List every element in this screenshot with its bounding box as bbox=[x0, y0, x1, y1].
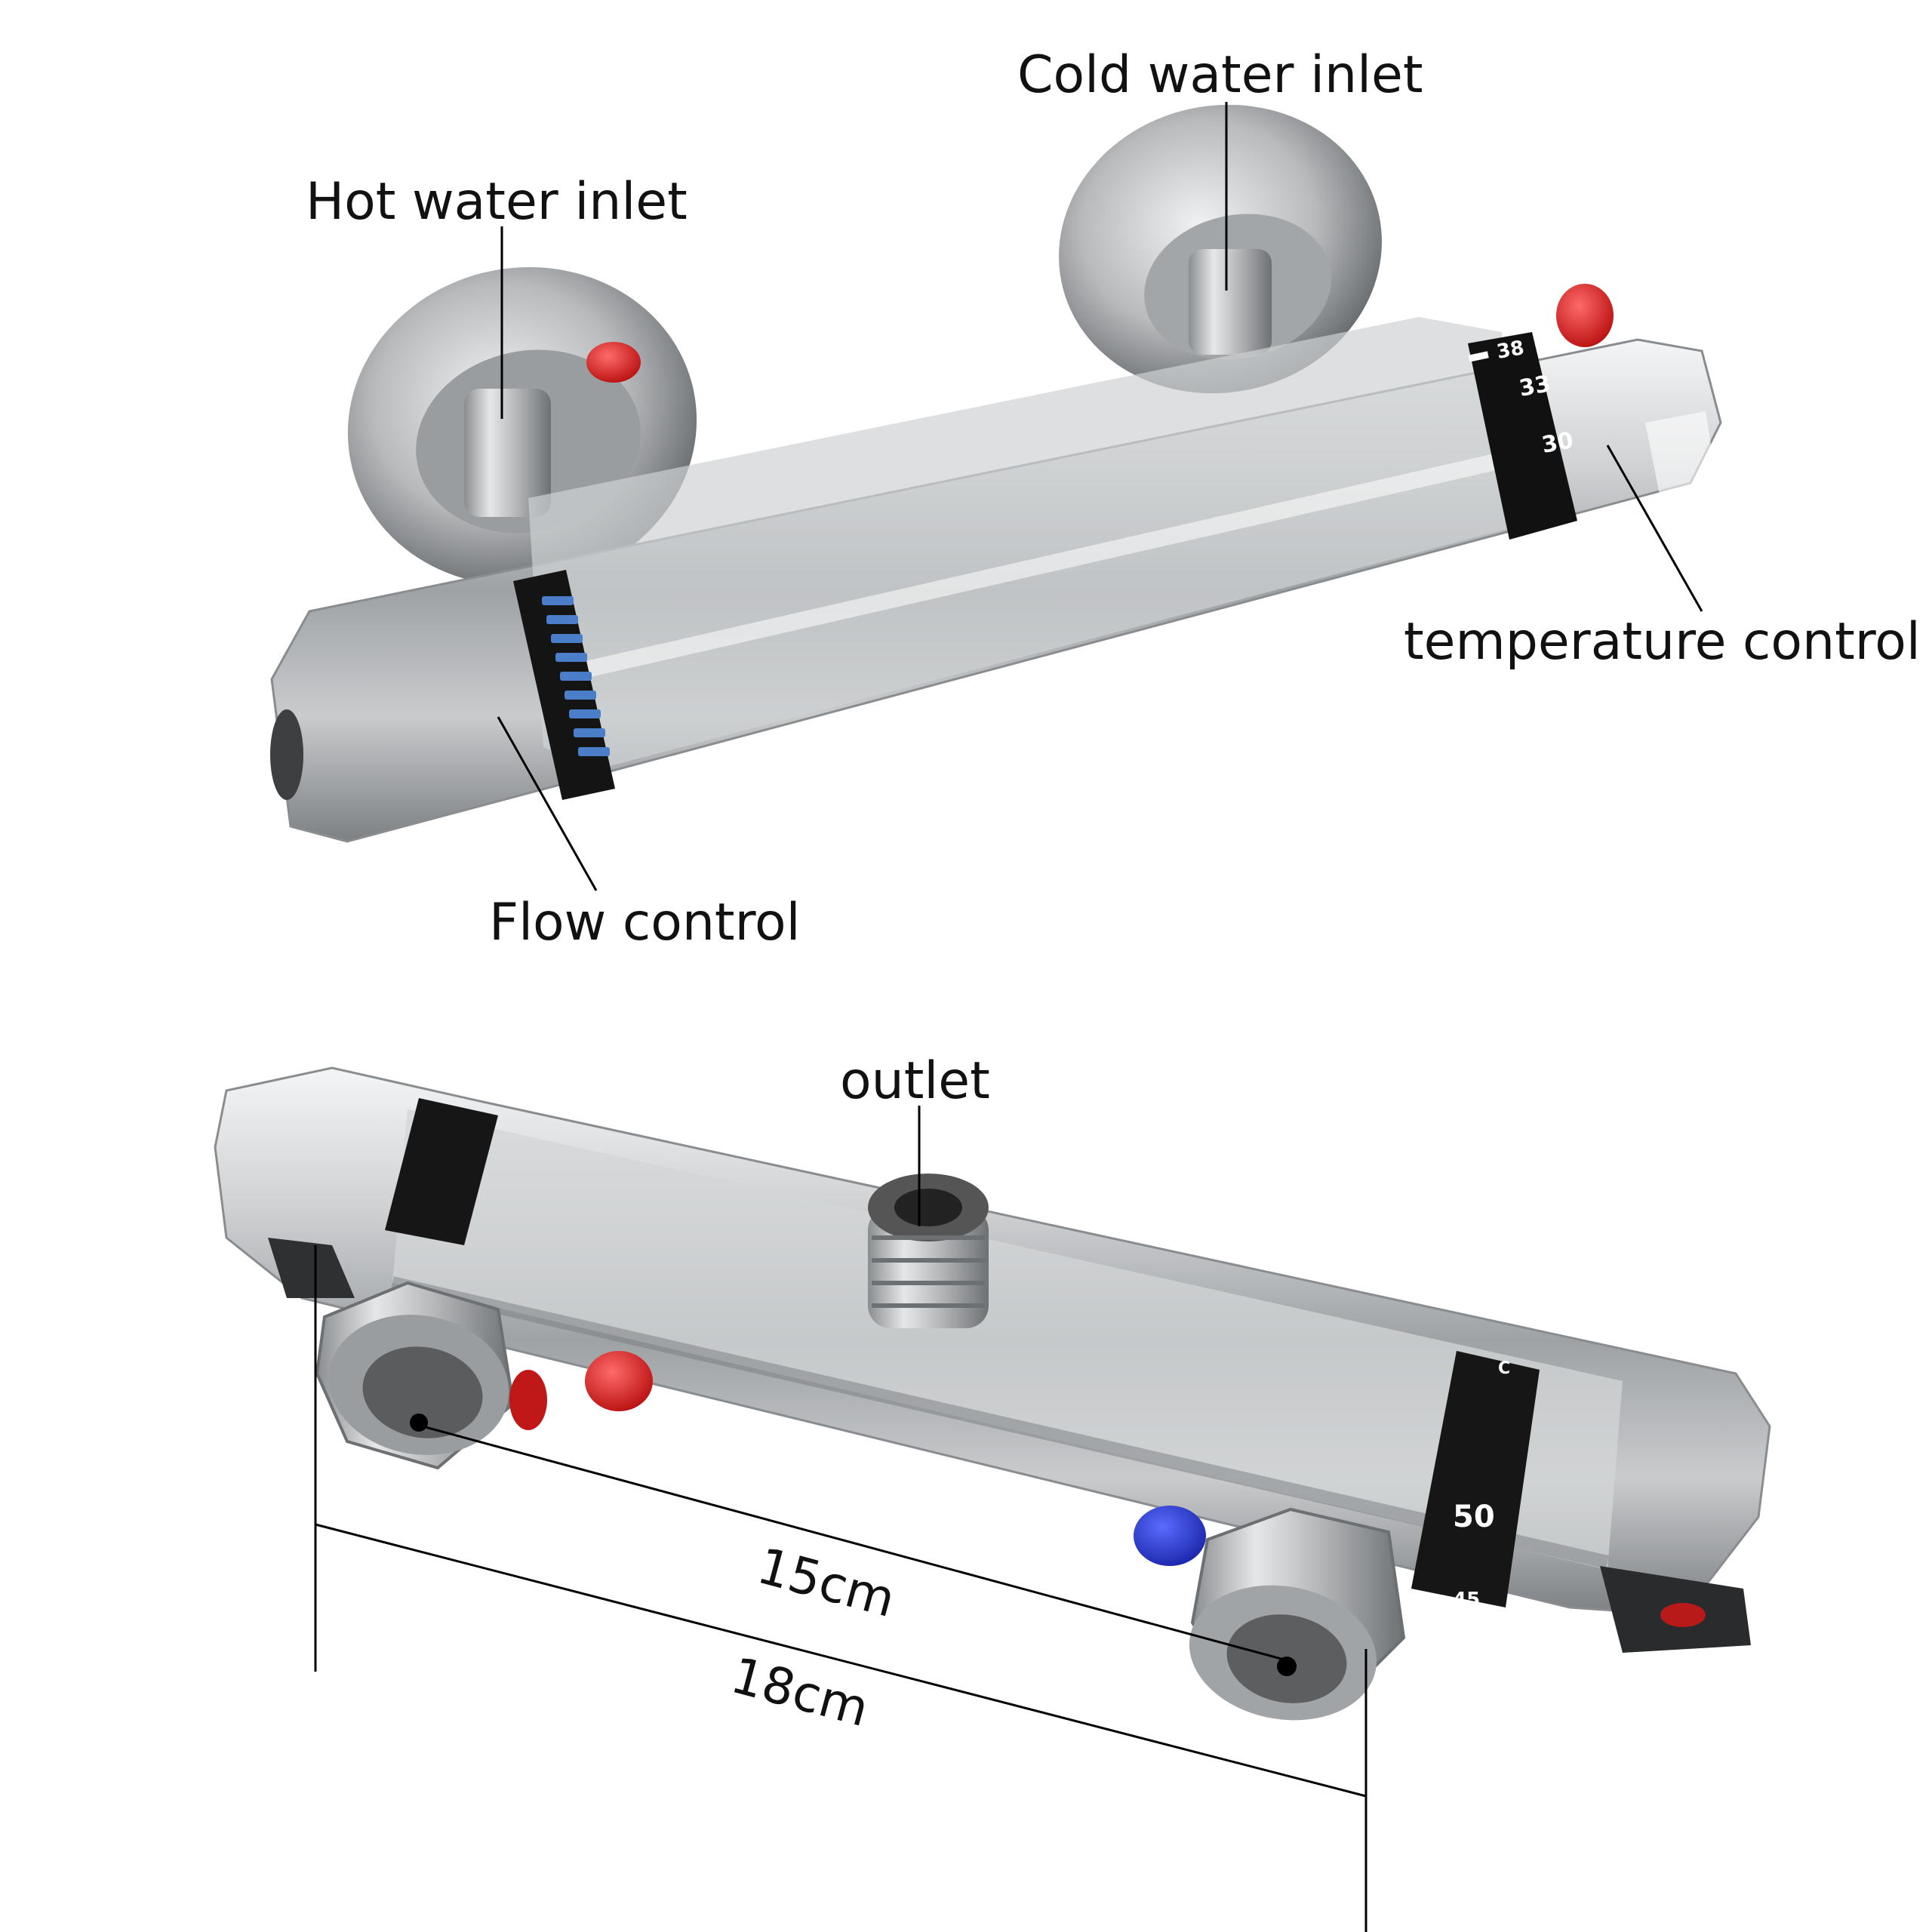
top-valve-view: 38 33 30 bbox=[270, 104, 1722, 843]
label-outlet: outlet bbox=[840, 1051, 990, 1111]
top-dial-number-30: 30 bbox=[1540, 427, 1575, 459]
label-temperature-control: temperature control bbox=[1404, 612, 1921, 672]
bottom-valve-body: C 50 45 bbox=[214, 1066, 1771, 1653]
bottom-dial-number-50: 50 bbox=[1453, 1500, 1495, 1534]
top-dial-number-38: 38 bbox=[1495, 337, 1526, 364]
cold-inlet-fitting bbox=[1189, 1507, 1406, 1721]
hot-inlet-fitting bbox=[315, 1281, 515, 1470]
hot-red-marker bbox=[586, 342, 641, 383]
outer-dimension-line bbox=[315, 1523, 1367, 1798]
bottom-dial-unit: C bbox=[1498, 1359, 1510, 1378]
flow-ring-bars bbox=[542, 596, 610, 756]
label-cold-water-inlet: Cold water inlet bbox=[1017, 45, 1423, 105]
top-valve-body: 38 33 30 bbox=[270, 284, 1722, 843]
top-dial-number-33: 33 bbox=[1517, 371, 1552, 402]
temperature-safety-button bbox=[1556, 284, 1614, 347]
bottom-temperature-dial bbox=[1411, 1351, 1540, 1607]
outlet-nipple bbox=[868, 1174, 989, 1328]
label-hot-water-inlet: Hot water inlet bbox=[306, 172, 688, 232]
dimension-18cm: 18cm bbox=[725, 1646, 875, 1738]
leader-temperature-control bbox=[1606, 445, 1703, 612]
cold-blue-marker bbox=[1134, 1506, 1206, 1566]
bottom-hot-red-marker bbox=[585, 1351, 653, 1411]
label-flow-control: Flow control bbox=[489, 893, 801, 952]
bottom-dial-number-45: 45 bbox=[1453, 1589, 1480, 1611]
bottom-valve-view: C 50 45 bbox=[214, 1066, 1771, 1721]
leader-flow-control bbox=[497, 716, 598, 891]
cold-inlet-disc bbox=[1059, 104, 1382, 394]
inner-dimension-line bbox=[422, 1425, 1287, 1662]
